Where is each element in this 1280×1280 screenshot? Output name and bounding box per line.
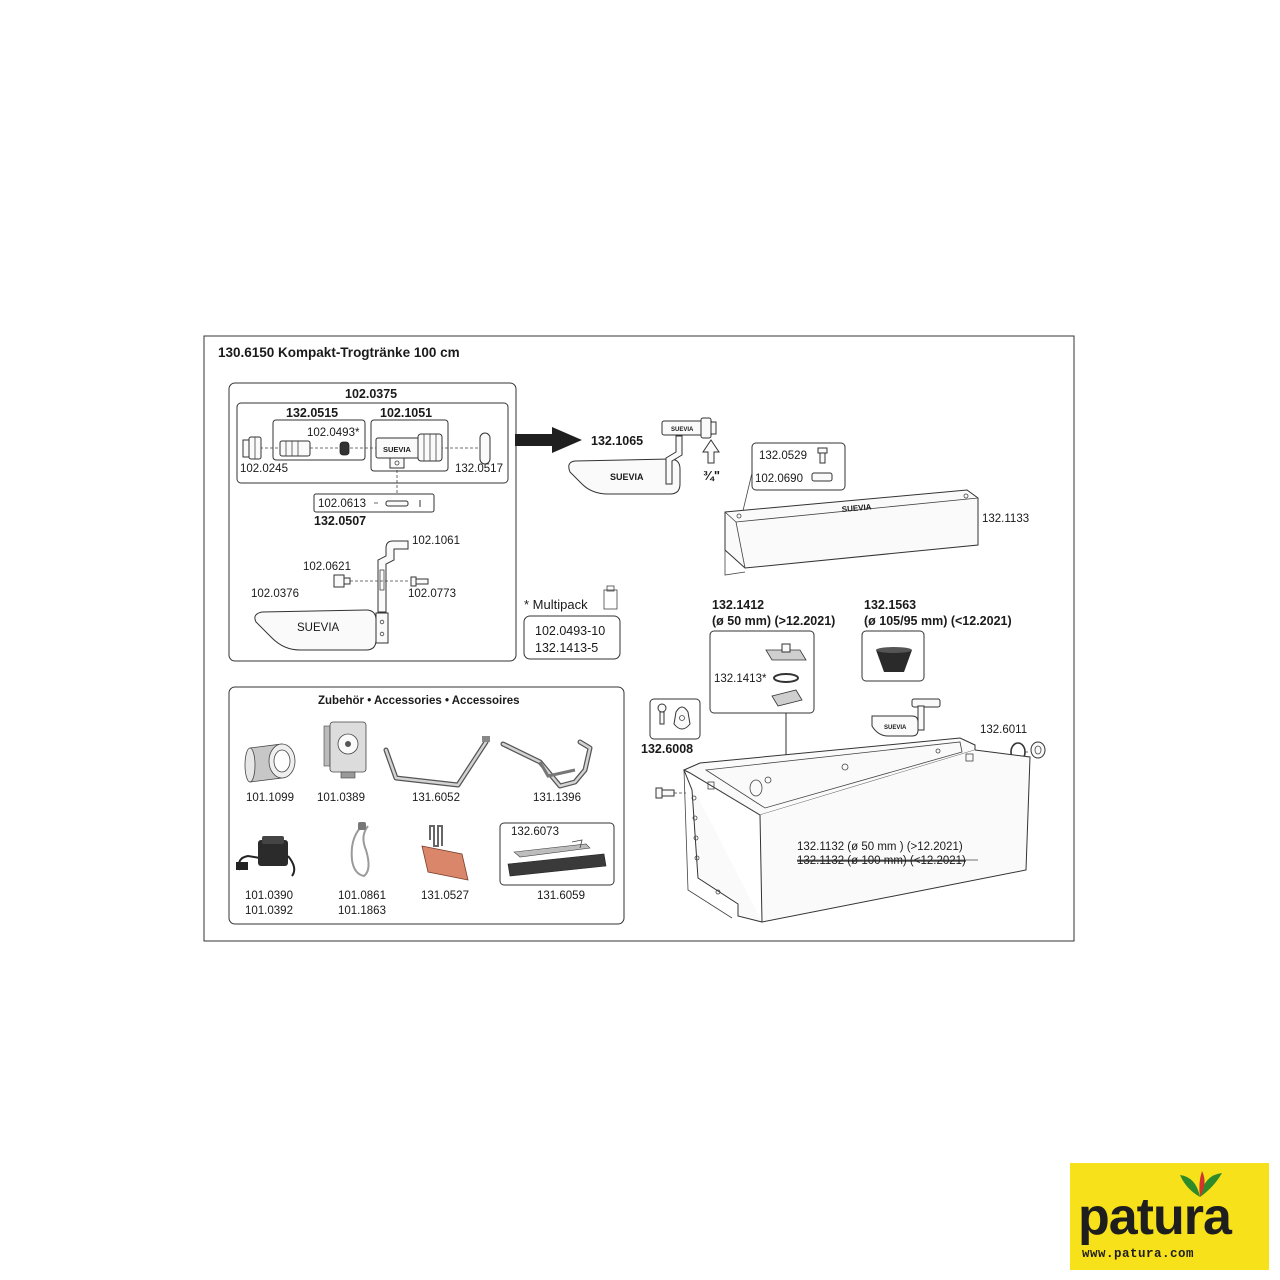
bolt-icon	[410, 576, 429, 587]
screw-icon	[817, 447, 828, 464]
trough-number-new: 132.1132 (ø 50 mm ) (>12.2021)	[797, 841, 963, 853]
trough-number-old: 132.1132 (ø 100 mm) (<12.2021)	[797, 855, 966, 867]
thread-size: ¾"	[703, 468, 720, 483]
accessory-sub-label: 132.6073	[511, 826, 559, 838]
cover-screw-number: 132.0529	[759, 450, 807, 462]
cover-washer-number: 102.0690	[755, 473, 803, 485]
svg-text:SUEVIA: SUEVIA	[610, 472, 644, 482]
cover-number: 132.1133	[982, 513, 1029, 525]
side-bolt-icon	[655, 787, 675, 799]
accessory-label-7: 131.0527	[421, 890, 469, 902]
drain-new-seal: 132.1413*	[714, 673, 767, 685]
patura-logo: patura www.patura.com	[1070, 1163, 1269, 1270]
drain-new-spec: (ø 50 mm) (>12.2021)	[712, 614, 835, 628]
nut-icon	[1030, 741, 1046, 759]
nut-number: 132.6011	[980, 724, 1027, 736]
pin-set-number: 102.0613	[318, 498, 366, 510]
svg-text:SUEVIA: SUEVIA	[841, 502, 872, 514]
seal-ring-icon	[773, 673, 799, 683]
svg-text:SUEVIA: SUEVIA	[297, 622, 340, 634]
valve-body-icon: SUEVIA	[375, 433, 443, 469]
bracket-icon	[383, 736, 490, 788]
multipack-label: * Multipack	[524, 597, 588, 612]
bolt-number: 102.0773	[408, 588, 456, 600]
logo-url[interactable]: www.patura.com	[1082, 1247, 1195, 1261]
lever-group-number: 132.0507	[314, 514, 366, 528]
frame-icon	[500, 739, 593, 789]
fixing-screw-icon	[657, 703, 667, 725]
leaf-icon	[1180, 1171, 1222, 1197]
plug-icon	[876, 650, 912, 672]
heating-cable-icon	[350, 822, 370, 878]
svg-text:SUEVIA: SUEVIA	[671, 427, 694, 433]
nut-icon	[242, 436, 262, 460]
o-ring-number: 102.0493*	[307, 427, 360, 439]
accessories-heading: Zubehör • Accessories • Accessoires	[318, 695, 520, 707]
multipack: * Multipack 102.0493-10 132.1413-5	[523, 585, 621, 660]
svg-text:SUEVIA: SUEVIA	[383, 445, 412, 454]
cover-rail-icon	[507, 839, 607, 877]
right-cap-number: 132.0517	[455, 463, 503, 475]
lever-number: 102.1061	[412, 535, 460, 547]
diagram-title: 130.6150 Kompakt-Trogtränke 100 cm	[218, 345, 460, 360]
assembly-number: 102.0375	[345, 387, 397, 401]
part-a-number: 132.0515	[286, 406, 338, 420]
screw-number: 102.0621	[303, 561, 351, 573]
drain-old-number: 132.1563	[864, 598, 916, 612]
accessory-label-2: 101.0389	[317, 792, 365, 804]
paddle-number: 102.0376	[251, 588, 299, 600]
svg-text:SUEVIA: SUEVIA	[884, 725, 907, 731]
part-b-number: 102.1051	[380, 406, 432, 420]
arrow-right-icon	[515, 427, 582, 453]
accessory-label-6b: 101.1863	[338, 905, 386, 917]
cap-icon	[479, 432, 491, 465]
accessory-label-1: 101.1099	[246, 792, 294, 804]
tape-roll-icon	[244, 743, 296, 783]
lever-icon	[377, 540, 409, 613]
valve-group: 102.0375 132.0515 102.1051 102.0493* 102…	[228, 382, 517, 662]
drain-old-spec: (ø 105/95 mm) (<12.2021)	[864, 614, 1012, 628]
drain-new: 132.1412 (ø 50 mm) (>12.2021) 132.1413*	[709, 598, 835, 810]
thermostat-icon	[323, 721, 367, 779]
accessory-label-4: 131.1396	[533, 792, 581, 804]
complete-valve: 132.1065 SUEVIA SUEVIA ¾"	[568, 417, 720, 495]
accessory-label-5a: 101.0390	[245, 890, 293, 902]
fixings: 132.6008	[641, 698, 701, 756]
transformer-icon	[236, 836, 296, 877]
drain-new-number: 132.1412	[712, 598, 764, 612]
multipack-item-2: 132.1413-5	[535, 641, 598, 655]
accessories: Zubehör • Accessories • Accessoires 101.…	[228, 686, 625, 925]
accessory-label-8: 131.6059	[537, 890, 585, 902]
accessory-label-6a: 101.0861	[338, 890, 386, 902]
multipack-item-1: 102.0493-10	[535, 624, 605, 638]
washer-icon	[811, 472, 833, 482]
fixing-plate-icon	[673, 706, 691, 730]
logo-word: patura	[1078, 1188, 1232, 1246]
drain-old: 132.1563 (ø 105/95 mm) (<12.2021)	[861, 598, 1012, 682]
cover: 132.0529 102.0690 SUEVIA 132.1133	[724, 442, 1029, 576]
tube-icon	[279, 440, 350, 457]
paddle-icon: SUEVIA	[254, 609, 389, 651]
fixings-number: 132.6008	[641, 742, 693, 756]
pin-icon	[374, 500, 421, 507]
complete-valve-number: 132.1065	[591, 434, 643, 448]
heater-plate-icon	[421, 825, 469, 881]
left-nut-number: 102.0245	[240, 463, 288, 475]
trough: 132.6011 SUEVIA 132	[655, 698, 1046, 923]
accessory-label-3: 131.6052	[412, 792, 460, 804]
accessory-label-5b: 101.0392	[245, 905, 293, 917]
